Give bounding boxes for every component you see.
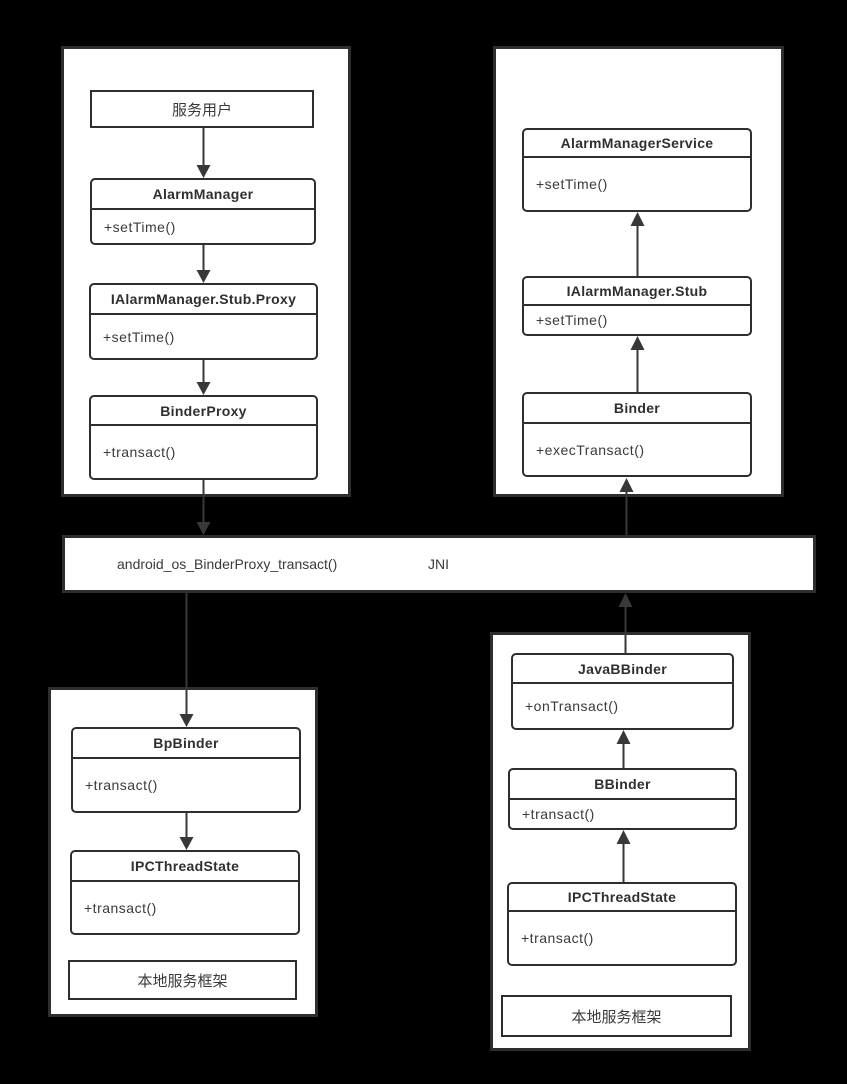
- class-ialarmmanager-stub-proxy: IAlarmManager.Stub.Proxy +setTime(): [89, 283, 318, 360]
- node-local-framework-right: 本地服务框架: [501, 995, 732, 1037]
- class-ipc-thread-state-right: IPCThreadState +transact(): [507, 882, 737, 966]
- class-method: +transact(): [522, 806, 595, 822]
- class-method: +transact(): [103, 444, 176, 460]
- class-binder: Binder +execTransact(): [522, 392, 752, 477]
- jni-label: JNI: [428, 556, 449, 572]
- class-method: +transact(): [85, 777, 158, 793]
- class-title: AlarmManager: [92, 180, 314, 210]
- jni-bar: android_os_BinderProxy_transact() JNI: [62, 535, 816, 593]
- class-title: BinderProxy: [91, 397, 316, 426]
- class-ipc-thread-state-left: IPCThreadState +transact(): [70, 850, 300, 935]
- class-ialarmmanager-stub: IAlarmManager.Stub +setTime(): [522, 276, 752, 336]
- class-method: +setTime(): [536, 312, 608, 328]
- class-method: +setTime(): [104, 218, 176, 235]
- class-title: Binder: [524, 394, 750, 424]
- class-method: +setTime(): [536, 176, 608, 192]
- class-alarm-manager-service: AlarmManagerService +setTime(): [522, 128, 752, 212]
- class-title: JavaBBinder: [513, 655, 732, 684]
- class-method: +setTime(): [103, 328, 175, 345]
- class-b-binder: BBinder +transact(): [508, 768, 737, 830]
- class-title: IAlarmManager.Stub: [524, 278, 750, 306]
- class-java-b-binder: JavaBBinder +onTransact(): [511, 653, 734, 730]
- class-title: BBinder: [510, 770, 735, 800]
- class-title: IPCThreadState: [72, 852, 298, 882]
- class-title: IPCThreadState: [509, 884, 735, 912]
- class-title: BpBinder: [73, 729, 299, 759]
- class-method: +transact(): [521, 930, 594, 946]
- jni-function-label: android_os_BinderProxy_transact(): [117, 556, 338, 572]
- node-service-user: 服务用户: [90, 90, 314, 128]
- class-title: AlarmManagerService: [524, 130, 750, 158]
- node-local-framework-left: 本地服务框架: [68, 960, 297, 1000]
- class-method: +transact(): [84, 899, 157, 916]
- class-bp-binder: BpBinder +transact(): [71, 727, 301, 813]
- class-binder-proxy: BinderProxy +transact(): [89, 395, 318, 480]
- class-title: IAlarmManager.Stub.Proxy: [91, 285, 316, 315]
- class-alarm-manager: AlarmManager +setTime(): [90, 178, 316, 245]
- class-method: +onTransact(): [525, 698, 619, 714]
- class-method: +execTransact(): [536, 441, 645, 458]
